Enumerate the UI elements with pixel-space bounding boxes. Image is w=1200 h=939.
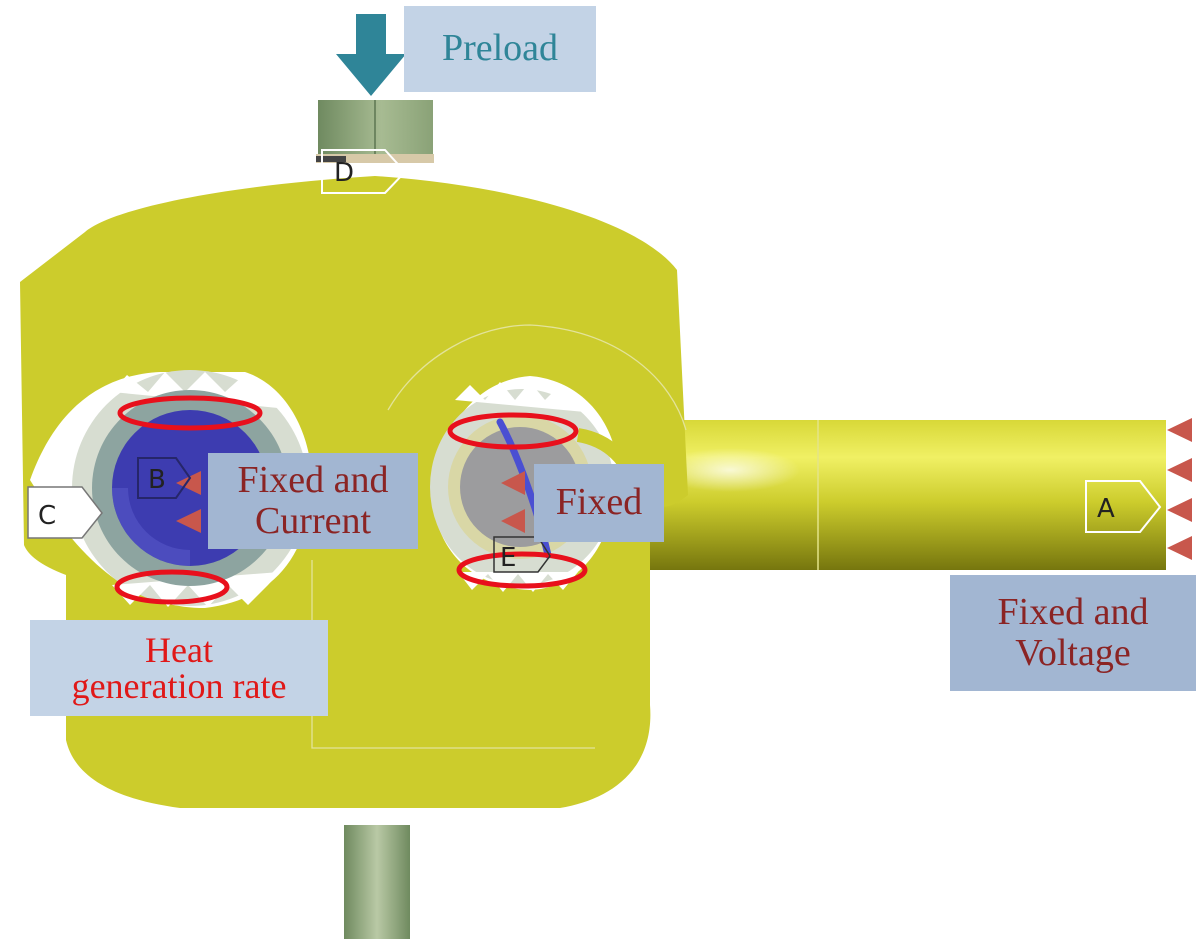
tag-a-text: A: [1097, 494, 1115, 524]
fixed-current-line2: Current: [254, 500, 372, 542]
contact-ring: [117, 395, 263, 431]
preload-label-text: Preload: [441, 27, 559, 70]
tag-b-text: B: [148, 465, 166, 495]
heat-generation-label: Heat generation rate: [30, 620, 328, 716]
tag-e-text: E: [500, 543, 516, 573]
fixed-label-text: Fixed: [555, 481, 643, 524]
tag-d-text: D: [334, 158, 354, 188]
contact-ring: [456, 551, 588, 589]
contact-rings: [114, 395, 588, 605]
load-marker: [1167, 418, 1192, 442]
preload-arrow: [336, 14, 406, 96]
load-marker: [176, 471, 201, 495]
fixed-current-label: Fixed and Current: [208, 453, 418, 549]
tag-c: C: [27, 486, 103, 539]
load-marker: [501, 509, 525, 533]
contact-ring: [114, 569, 230, 605]
load-marker: [1167, 458, 1192, 482]
load-marker: [176, 509, 201, 533]
preload-bolt: [316, 100, 434, 163]
load-markers: [176, 418, 1192, 560]
load-marker: [1167, 536, 1192, 560]
tag-c-text: C: [38, 501, 56, 531]
preload-label: Preload: [404, 6, 596, 92]
heat-generation-line1: Heat: [145, 630, 213, 670]
load-marker: [1167, 498, 1192, 522]
contact-ring: [447, 412, 579, 450]
tag-a: A: [1085, 480, 1162, 533]
heat-generation-line2: generation rate: [71, 666, 287, 706]
tag-e: E: [493, 536, 551, 573]
load-marker: [501, 471, 525, 495]
support-rod: [344, 825, 410, 939]
tag-b: B: [137, 457, 192, 499]
tag-d: D: [321, 149, 407, 194]
fixed-label: Fixed: [534, 464, 664, 542]
fixed-voltage-label: Fixed and Voltage: [950, 575, 1196, 691]
fixed-voltage-line1: Fixed and: [997, 590, 1149, 633]
fixed-voltage-line2: Voltage: [1015, 632, 1131, 674]
fixed-current-line1: Fixed and: [237, 458, 389, 501]
